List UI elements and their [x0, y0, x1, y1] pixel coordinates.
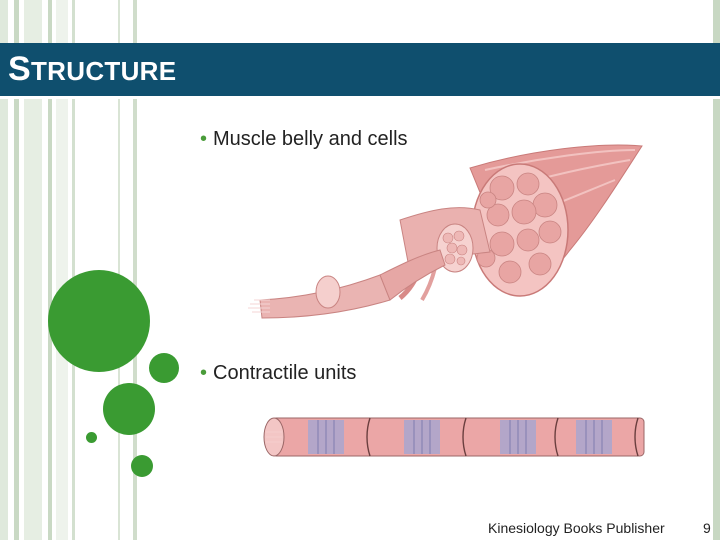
myofibril-illustration: [263, 417, 645, 457]
slide-title: STRUCTURE: [8, 50, 177, 88]
decorative-circle-medium-2: [103, 383, 155, 435]
decorative-circle-tiny: [86, 432, 97, 443]
bullet-muscle-belly: •Muscle belly and cells: [200, 128, 408, 151]
title-rule: [0, 96, 720, 99]
bullet-mark: •: [200, 128, 208, 150]
footer-publisher: Kinesiology Books Publisher: [488, 520, 665, 536]
decorative-circle-large: [48, 270, 150, 372]
muscle-belly-illustration: [248, 144, 643, 319]
right-decorative-stripe: [713, 0, 720, 540]
left-decorative-stripes: [0, 0, 140, 540]
decorative-circle-small: [131, 455, 153, 477]
page-number: 9: [703, 520, 711, 536]
bullet-text: Muscle belly and cells: [213, 128, 408, 150]
decorative-circle-medium: [149, 353, 179, 383]
title-bar: STRUCTURE: [0, 43, 720, 96]
bullet-mark: •: [200, 362, 208, 384]
bullet-text: Contractile units: [213, 362, 357, 384]
bullet-contractile-units: •Contractile units: [200, 362, 356, 385]
